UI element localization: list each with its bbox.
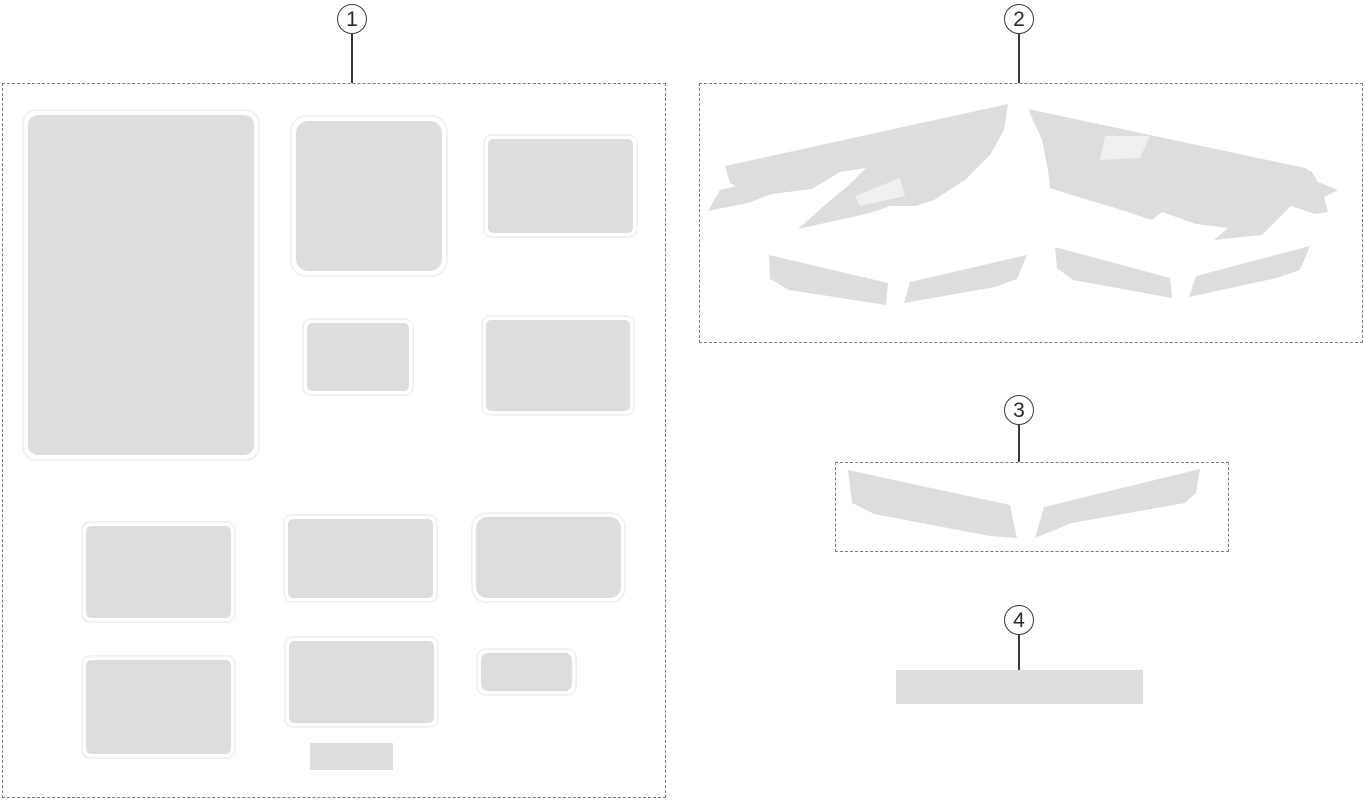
decal-halo	[81, 521, 236, 623]
decal-panel	[486, 320, 630, 411]
decal-small-panel	[307, 323, 409, 391]
side-panel-2	[904, 255, 1027, 303]
callout-1: 1	[337, 4, 367, 34]
strip-decal	[896, 670, 1143, 704]
right-tank-graphic	[1028, 109, 1338, 240]
decal-panel	[488, 139, 633, 233]
decal-panel	[289, 641, 434, 723]
decal-halo	[283, 514, 438, 603]
callout-2-leader	[1018, 34, 1020, 83]
decal-halo	[302, 318, 414, 396]
decal-halo	[471, 512, 626, 603]
decal-large-panel	[28, 115, 254, 455]
front-panel-left	[848, 470, 1017, 538]
callout-3-leader	[1018, 425, 1020, 462]
decal-sheet-group	[2, 83, 666, 798]
decal-strip	[310, 743, 393, 770]
decal-rounded-panel	[476, 517, 621, 598]
callout-4-label: 4	[1013, 608, 1025, 632]
decal-small-rounded-panel	[481, 653, 572, 691]
decal-halo	[22, 109, 260, 461]
decal-panel	[86, 526, 231, 618]
decal-halo	[481, 315, 635, 416]
callout-2: 2	[1004, 4, 1034, 34]
decal-halo	[483, 134, 638, 238]
decal-square-panel	[296, 121, 442, 271]
callout-1-label: 1	[346, 7, 358, 31]
decal-panel	[86, 660, 231, 754]
front-panels-group	[835, 462, 1229, 552]
decal-halo	[284, 636, 439, 728]
decal-halo	[476, 648, 577, 696]
decal-halo	[290, 115, 448, 277]
side-panel-4	[1189, 246, 1310, 297]
callout-1-leader	[351, 34, 353, 83]
side-panel-3	[1055, 247, 1172, 298]
side-graphics-group	[699, 83, 1363, 343]
decal-panel	[288, 519, 433, 598]
callout-3: 3	[1004, 395, 1034, 425]
callout-2-label: 2	[1013, 7, 1025, 31]
callout-4: 4	[1004, 605, 1034, 635]
front-panel-right	[1035, 469, 1200, 538]
callout-4-leader	[1018, 635, 1020, 670]
left-tank-graphic	[708, 104, 1008, 229]
decal-halo	[81, 655, 236, 759]
side-panel-1	[769, 255, 888, 305]
callout-3-label: 3	[1013, 398, 1025, 422]
